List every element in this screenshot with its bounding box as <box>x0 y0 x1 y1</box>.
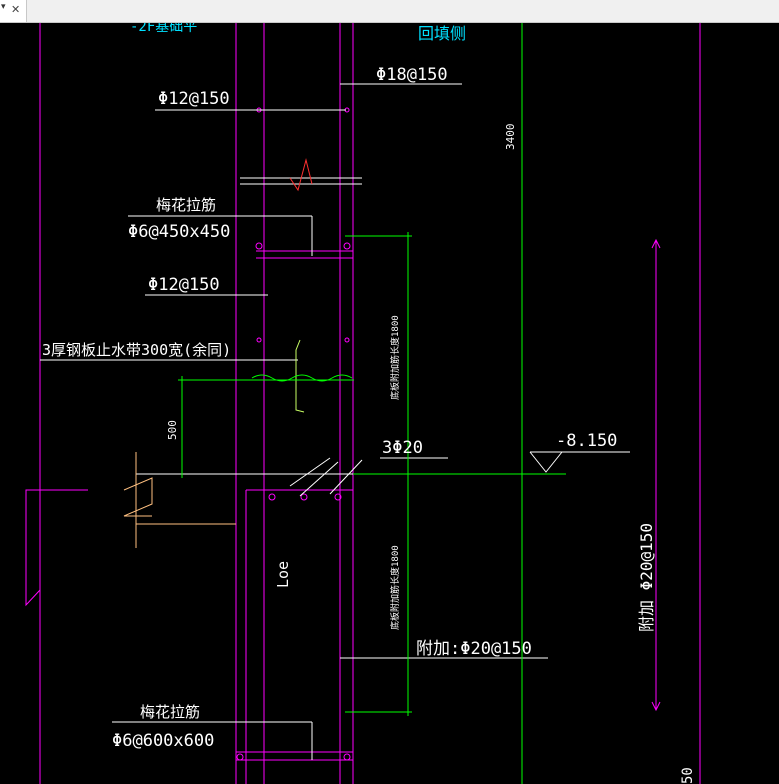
dimension-1800-upper: 底板附加筋长度1800 <box>389 315 401 400</box>
cad-drawing-canvas[interactable]: -2F基础平 回填侧 Φ18@150 Φ12@150 3400 梅花拉筋 Φ6@… <box>0 23 779 784</box>
dropdown-icon[interactable]: ▾ <box>1 2 6 12</box>
rebar-label-phi18: Φ18@150 <box>376 65 448 85</box>
dimension-lines <box>178 23 566 784</box>
waterstop-label: 3厚钢板止水带300宽(余同) <box>42 341 231 359</box>
elevation-label: -8.150 <box>556 431 617 451</box>
tie-label-1: 梅花拉筋 <box>156 196 216 214</box>
anchor-length-label: Loe <box>274 561 292 588</box>
tie-spec-1: Φ6@450x450 <box>128 222 230 242</box>
label-top-left: -2F基础平 <box>130 23 197 35</box>
rebar-label-3phi20: 3Φ20 <box>382 438 423 458</box>
label-top-right: 回填侧 <box>418 24 466 43</box>
dimension-3400: 3400 <box>504 124 517 151</box>
rebar-label-phi12-top: Φ12@150 <box>158 89 230 109</box>
vertical-additional-label: 附加 Φ20@150 <box>637 523 656 632</box>
close-icon[interactable]: ✕ <box>11 3 21 16</box>
rebar-dots <box>236 107 351 761</box>
slab-outline <box>123 452 236 548</box>
document-tab-bar: ▾ ✕ <box>0 0 779 23</box>
leader-lines <box>40 83 630 760</box>
tie-spec-2: Φ6@600x600 <box>112 731 214 751</box>
rebar-label-phi12-mid: Φ12@150 <box>148 275 220 295</box>
wall-outline <box>25 23 701 784</box>
dimension-1800-lower: 底板附加筋长度1800 <box>389 545 401 630</box>
document-tab[interactable]: ▾ ✕ <box>0 0 27 22</box>
edge-fragment-label: 50 <box>680 767 696 784</box>
additional-rebar-label: 附加:Φ20@150 <box>416 639 532 659</box>
dimension-500: 500 <box>166 420 179 440</box>
drawing-svg: -2F基础平 回填侧 Φ18@150 Φ12@150 3400 梅花拉筋 Φ6@… <box>25 23 701 784</box>
tie-label-2: 梅花拉筋 <box>140 703 200 721</box>
